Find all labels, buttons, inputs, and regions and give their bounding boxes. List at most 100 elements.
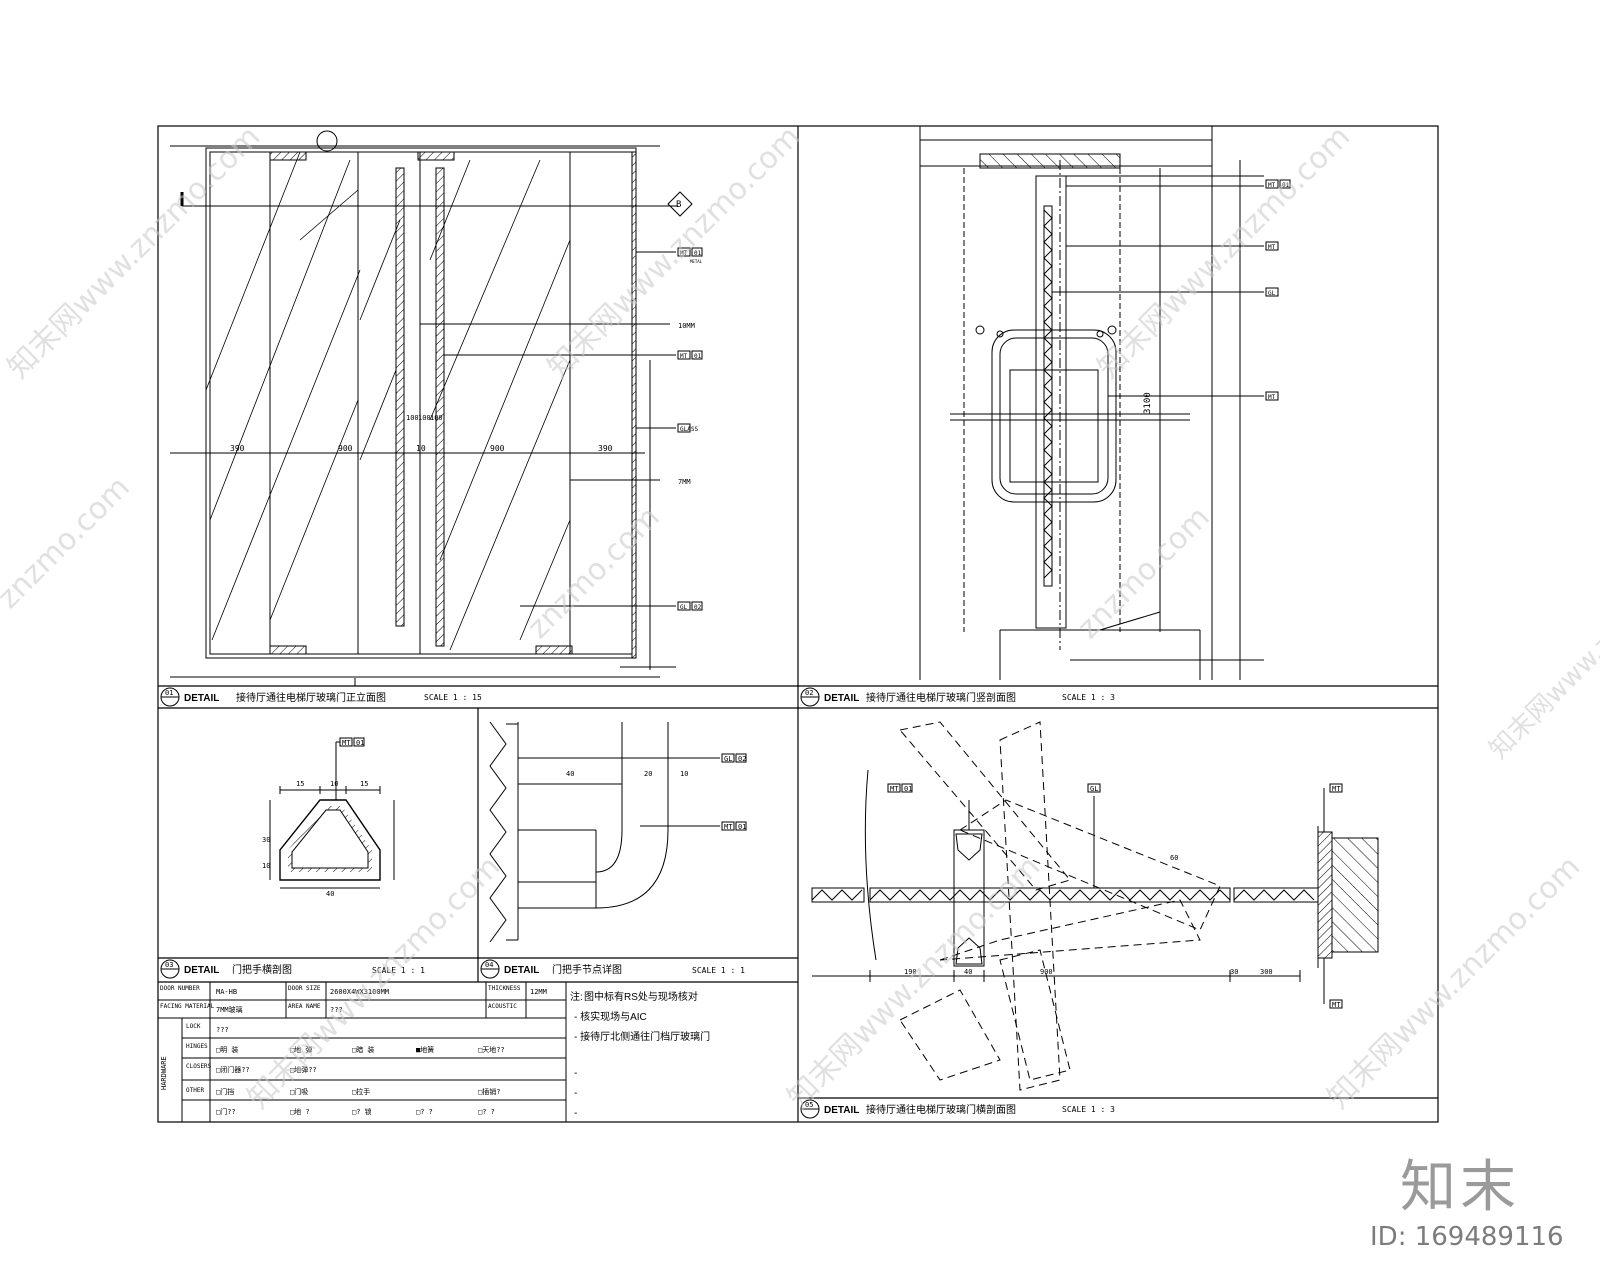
- val-facing: 7MM玻璃: [216, 1005, 243, 1014]
- panel-05-labels: 190 40 900 30 300 60 MT 01 GL MT MT: [887, 783, 1343, 1009]
- note-3: - 接待厅北侧通往门档厅玻璃门: [574, 1030, 710, 1043]
- note-4: -: [574, 1068, 577, 1079]
- other-opt-1: □门挡: [216, 1087, 234, 1096]
- znzmo-logo: 知末: [1400, 1155, 1520, 1220]
- p2-tag-mt-2: MT: [1268, 244, 1276, 251]
- p4-tag-mt: MT: [724, 823, 733, 831]
- dim-10: 10: [416, 444, 426, 453]
- lbl-door-size: DOOR SIZE: [288, 985, 321, 992]
- dim-20-p4: 20: [644, 770, 652, 778]
- panel-03-labels: 15 10 15 40 30 10 MT 01: [262, 737, 368, 898]
- tag-02: 02: [694, 604, 702, 611]
- door-schedule: [158, 982, 567, 1122]
- hinge-opt-2: □地 弹: [290, 1045, 312, 1054]
- p3-tag-01: 01: [356, 739, 364, 747]
- panel-02-detail: DETAIL: [824, 693, 859, 704]
- panel-04-scale: SCALE 1 : 1: [692, 966, 745, 975]
- dim-10-top: 10: [330, 780, 338, 788]
- panel-03-num: 03: [165, 961, 173, 969]
- tag-mt-2: MT: [680, 353, 688, 360]
- panel-02-labels: 3100 MT 01 MT GL MT: [1143, 179, 1291, 414]
- panel-03-detail: DETAIL: [184, 965, 219, 976]
- val-lock: ???: [216, 1026, 229, 1034]
- notes-label: 注:: [570, 990, 583, 1003]
- lbl-area: AREA NAME: [288, 1003, 321, 1010]
- dim-40-p5: 40: [964, 968, 972, 976]
- note-5: -: [574, 1088, 577, 1099]
- p2-tag-gl: GL: [1268, 290, 1276, 297]
- panel-01-detail: DETAIL: [184, 693, 219, 704]
- panel-01-num: 01: [165, 689, 173, 697]
- p5-tag-mt-3: MT: [1332, 1001, 1341, 1009]
- dim-10-side: 10: [262, 862, 270, 870]
- panel-04-title: 门把手节点详图: [552, 963, 622, 976]
- lbl-door-number: DOOR NUMBER: [160, 985, 200, 992]
- val-door-size: 2600X4WX3100MM: [330, 988, 389, 996]
- dim-300-p5: 300: [1260, 968, 1273, 976]
- panel-05-title: 接待厅通往电梯厅玻璃门横剖面图: [866, 1103, 1016, 1116]
- hinge-opt-4: ■地簧: [416, 1045, 434, 1054]
- p2-tag-mt-3: MT: [1268, 394, 1276, 401]
- note-10mm: 10MM: [678, 322, 695, 330]
- lbl-closers: CLOSERS: [186, 1063, 212, 1070]
- tag-01-2: 01: [694, 353, 702, 360]
- p5-tag-mt: MT: [890, 785, 899, 793]
- p3-tag-mt: MT: [342, 739, 351, 747]
- dim-900-p5: 900: [1040, 968, 1053, 976]
- panel-title-03: 03 DETAIL 门把手横剖图 SCALE 1 : 1: [160, 959, 425, 979]
- panel-02-vertical-section: [919, 126, 1264, 680]
- panel-01-labels: 390 900 10 900 390 100 100 100 10MM 7MM …: [230, 200, 703, 611]
- lbl-thickness: THICKNESS: [488, 985, 521, 992]
- panel-03-handle-section: [269, 741, 395, 889]
- watermark-site-2: znzmo.com: [521, 500, 667, 646]
- dim-60-p5: 60: [1170, 854, 1178, 862]
- panel-01-elevation: [170, 130, 693, 686]
- watermark-site-1: znzmo.com: [0, 470, 137, 616]
- dim-100-c: 100: [430, 414, 443, 422]
- panel-01-title: 接待厅通往电梯厅玻璃门正立面图: [236, 691, 386, 704]
- tag-wd: GLASS: [680, 426, 698, 433]
- panel-05-detail: DETAIL: [824, 1105, 859, 1116]
- lbl-hinges: HINGES: [186, 1043, 208, 1050]
- panel-05-num: 05: [805, 1101, 813, 1109]
- note-1: 图中标有RS处与现场核对: [584, 990, 698, 1003]
- watermark-brand-5: 知末网www.znzmo.com: [781, 849, 1047, 1115]
- p5-tag-mt-2: MT: [1332, 785, 1341, 793]
- p5-tag-gl: GL: [1090, 785, 1098, 793]
- other2-opt-3: □? 锁: [352, 1107, 372, 1116]
- other-opt-3: □拉手: [352, 1087, 370, 1096]
- panel-04-labels: 40 20 10 GL 02 MT 01: [566, 753, 747, 831]
- note-7mm: 7MM: [678, 478, 691, 486]
- tag-01: 01: [694, 250, 702, 257]
- panel-04-detail: DETAIL: [504, 965, 539, 976]
- p2-tag-01: 01: [1282, 182, 1290, 189]
- panel-02-title: 接待厅通往电梯厅玻璃门竖剖面图: [866, 691, 1016, 704]
- other2-opt-2: □地 ?: [290, 1107, 310, 1116]
- panel-04-handle-detail: [489, 721, 720, 943]
- tag-gl: GL: [680, 604, 688, 611]
- lbl-acoustic: ACOUSTIC: [488, 1003, 517, 1010]
- hinge-opt-3: □暗 装: [352, 1045, 374, 1054]
- dim-3100: 3100: [1143, 392, 1153, 414]
- dim-900-right: 900: [490, 444, 505, 453]
- dim-190: 190: [904, 968, 917, 976]
- dim-30-p5: 30: [1230, 968, 1238, 976]
- watermark-brand-3: 知末网www.znzmo.com: [1091, 119, 1357, 385]
- lbl-other: OTHER: [186, 1087, 204, 1094]
- panel-03-scale: SCALE 1 : 1: [372, 966, 425, 975]
- panel-05-horizontal-section: [811, 721, 1379, 1091]
- door-schedule-text: DOOR NUMBER MA-HB DOOR SIZE 2600X4WX3100…: [160, 985, 547, 1116]
- dim-40-p4: 40: [566, 770, 574, 778]
- other2-opt-1: □门??: [216, 1107, 236, 1116]
- lbl-facing: FACING MATERIAL: [160, 1003, 215, 1010]
- panel-title-04: 04 DETAIL 门把手节点详图 SCALE 1 : 1: [480, 959, 745, 979]
- dim-15-left: 15: [296, 780, 304, 788]
- hinge-opt-1: □明 装: [216, 1045, 238, 1054]
- dim-10-p4: 10: [680, 770, 688, 778]
- dim-30-side: 30: [262, 836, 270, 844]
- panel-title-02: 02 DETAIL 接待厅通往电梯厅玻璃门竖剖面图 SCALE 1 : 3: [800, 687, 1115, 707]
- other-opt-2: □门吸: [290, 1087, 308, 1096]
- tag-mt: MT: [680, 250, 688, 257]
